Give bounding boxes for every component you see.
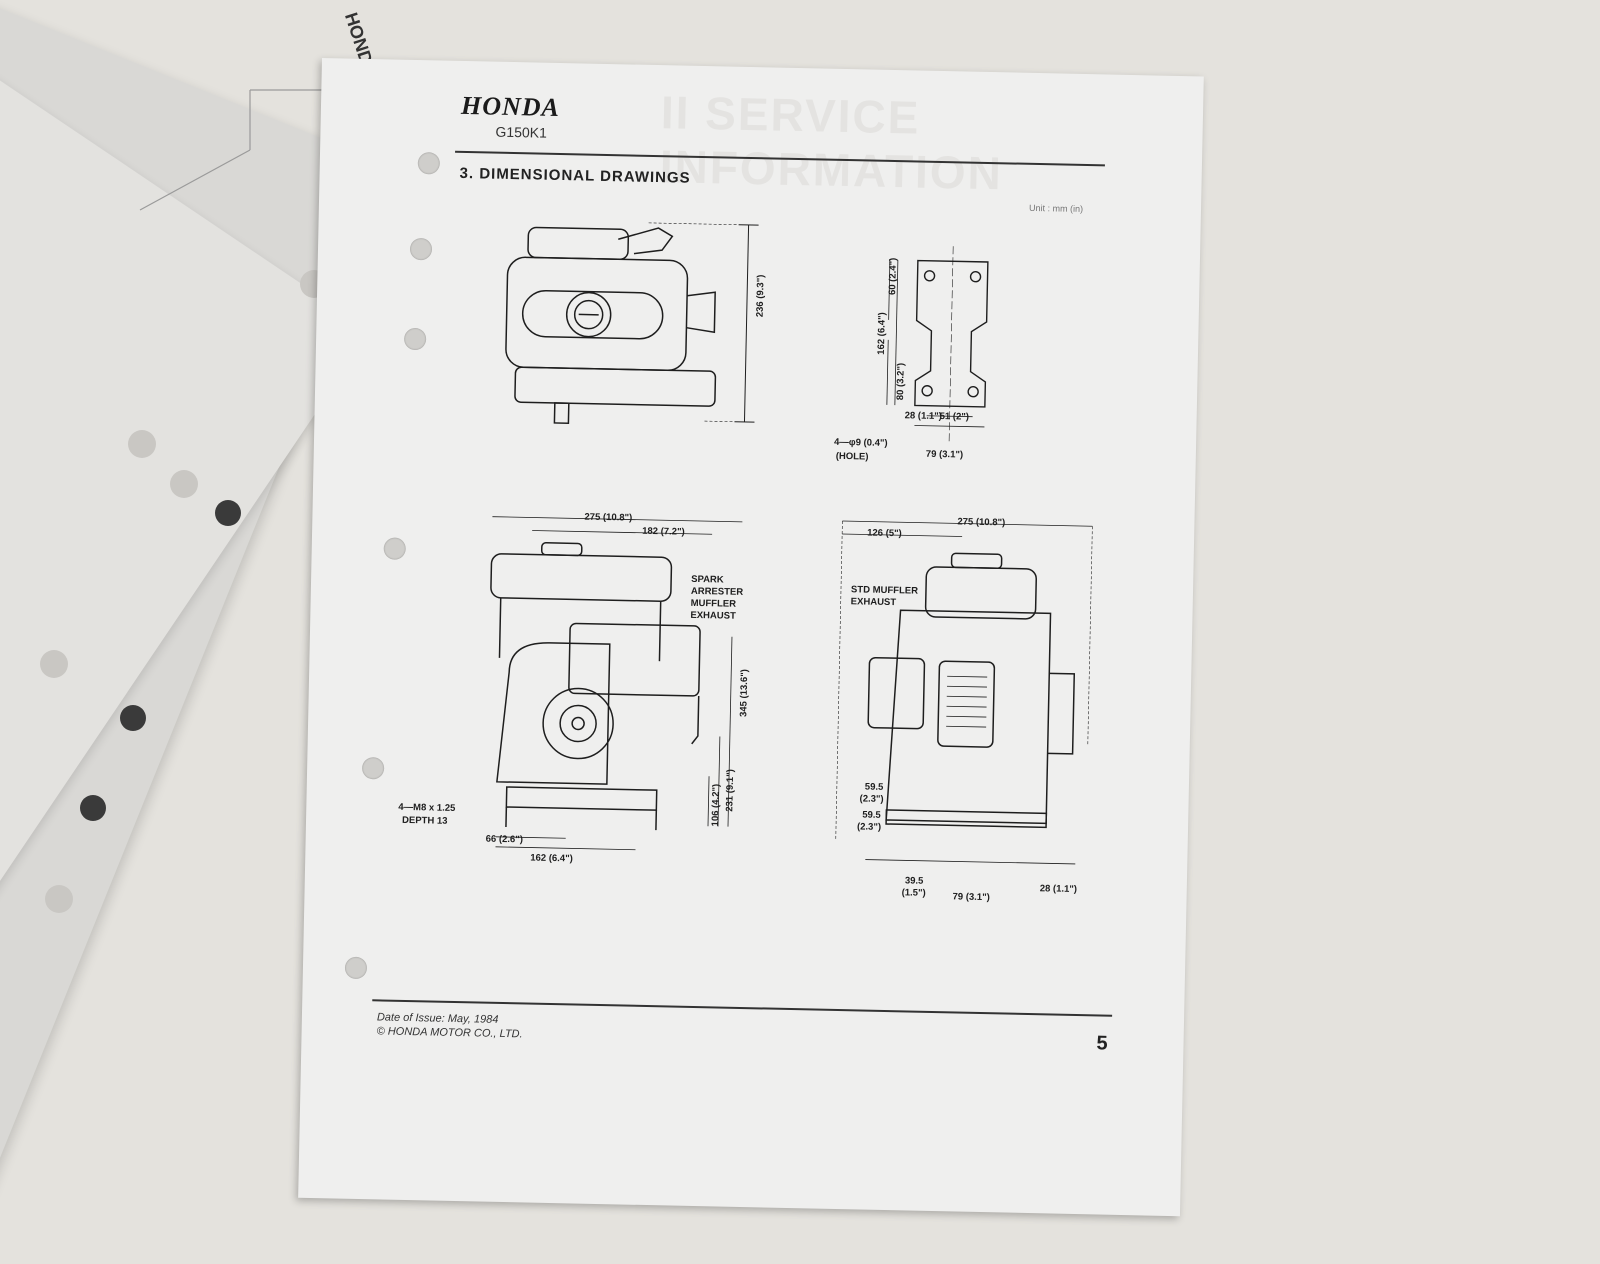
dim-width-tank: 182 (7.2")	[642, 526, 685, 538]
dim-label: 80 (3.2")	[895, 363, 907, 400]
dim-label: 28 (1.1")	[1040, 883, 1077, 895]
engine-side-view-drawing	[494, 212, 799, 458]
dim-label: (1.5")	[902, 887, 926, 899]
dim-label: 79 (3.1")	[952, 891, 989, 903]
dim-label: 59.5	[865, 782, 884, 793]
engine-rear-view-drawing	[824, 509, 1122, 915]
dim-width-offset: 126 (5")	[867, 528, 902, 540]
dim-height-236: 236 (9.3")	[755, 275, 767, 318]
binder-hole	[410, 238, 432, 260]
punch-hole	[45, 885, 73, 913]
binder-hole	[404, 328, 426, 350]
engine-front-view-drawing	[464, 501, 772, 907]
binder-hole	[362, 757, 384, 779]
binder-hole	[384, 537, 406, 559]
dim-label: 51 (2")	[940, 411, 970, 423]
punch-hole	[170, 470, 198, 498]
ghost-section-title: II SERVICE INFORMATION	[659, 85, 1203, 204]
dim-label: 59.5	[862, 809, 881, 820]
punch-hole	[128, 430, 156, 458]
spark-note: SPARK	[691, 574, 724, 586]
copyright: © HONDA MOTOR CO., LTD.	[377, 1025, 523, 1040]
unit-note: Unit : mm (in)	[1029, 203, 1083, 214]
dim-label: (2.3")	[857, 821, 881, 833]
brand-logo: HONDA	[461, 91, 561, 123]
dim-base-outer: 162 (6.4")	[530, 853, 573, 865]
issue-date: Date of Issue: May, 1984	[377, 1011, 499, 1026]
binder-hole	[345, 957, 367, 979]
dim-label: 79 (3.1")	[926, 449, 963, 461]
punch-hole	[40, 650, 68, 678]
dim-height-total: 345 (13.6")	[738, 669, 750, 717]
binder-hole	[418, 152, 440, 174]
bolt-note: DEPTH 13	[402, 815, 448, 827]
dim-height-base: 106 (4.2")	[710, 784, 722, 827]
dim-label: (2.3")	[859, 793, 883, 805]
hole-note: (HOLE)	[836, 451, 869, 463]
dim-width-total: 275 (10.8")	[584, 512, 632, 524]
dim-label: 28 (1.1")	[905, 410, 942, 422]
muffler-note: EXHAUST	[851, 596, 897, 608]
dim-label: 60 (2.4")	[887, 258, 899, 295]
punch-hole	[120, 705, 146, 731]
punch-hole	[80, 795, 106, 821]
spark-note: MUFFLER	[691, 598, 737, 610]
hole-note: 4—φ9 (0.4")	[834, 437, 888, 449]
bolt-note: 4—M8 x 1.25	[398, 802, 455, 814]
section-title: 3. DIMENSIONAL DRAWINGS	[459, 165, 690, 187]
spark-note: ARRESTER	[691, 586, 743, 598]
dim-base-inner: 66 (2.6")	[486, 834, 523, 846]
dim-height-shaft: 231 (9.1")	[724, 769, 736, 812]
dim-label: 39.5	[905, 875, 924, 886]
manual-page: II SERVICE INFORMATION HONDA G150K1 3. D…	[298, 58, 1204, 1216]
dim-width-total: 275 (10.8")	[957, 516, 1005, 528]
model-number: G150K1	[495, 124, 547, 141]
punch-hole	[215, 500, 241, 526]
spark-note: EXHAUST	[690, 610, 736, 622]
page-number: 5	[1096, 1032, 1108, 1055]
muffler-note: STD MUFFLER	[851, 584, 918, 596]
dim-label: 162 (6.4")	[876, 312, 888, 355]
